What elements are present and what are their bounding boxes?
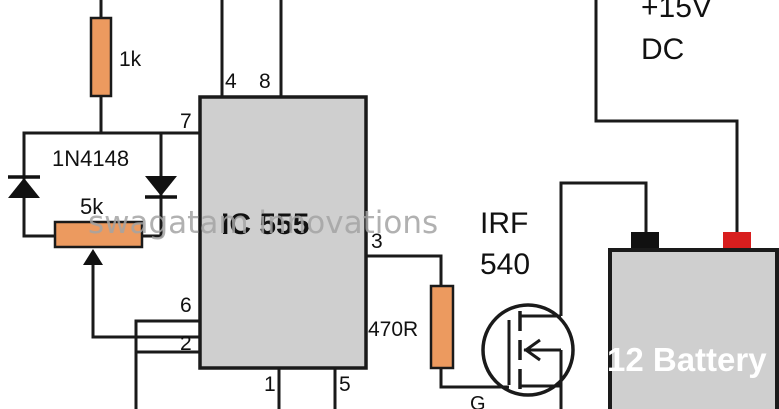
diode-right xyxy=(145,176,177,199)
watermark: swagatam innovations xyxy=(88,205,438,241)
pin-2-label: 2 xyxy=(180,332,192,355)
mosfet-label-2: 540 xyxy=(480,248,530,281)
pin-5-label: 5 xyxy=(339,373,351,396)
supply-label-1: +15V xyxy=(641,0,712,24)
gate-label: G xyxy=(470,393,486,409)
pin-1-label: 1 xyxy=(264,373,276,396)
mosfet-irf540 xyxy=(481,303,575,397)
supply-label-2: DC xyxy=(641,33,684,66)
ic-555: IC 555 xyxy=(198,95,368,370)
diode-left xyxy=(8,175,40,198)
resistor-1k: 1k xyxy=(89,16,142,98)
battery-negative-terminal xyxy=(631,232,659,250)
pin-8-label: 8 xyxy=(259,70,271,93)
resistor-1k-label: 1k xyxy=(119,48,142,71)
resistor-470r: 470R xyxy=(368,284,455,370)
battery-12v: 12 Battery xyxy=(607,232,779,409)
pin-4-label: 4 xyxy=(225,70,237,93)
battery-label: 12 Battery xyxy=(607,341,767,378)
pot-label: 5k xyxy=(80,194,104,219)
potentiometer-5k: 5k xyxy=(53,194,144,265)
wires xyxy=(22,0,739,409)
wiper-arrow-icon xyxy=(83,249,103,265)
mosfet-label-1: IRF xyxy=(480,207,528,240)
pin-6-label: 6 xyxy=(180,294,192,317)
battery-positive-terminal xyxy=(723,232,751,250)
resistor-470r-label: 470R xyxy=(368,318,418,341)
body-arrow-icon xyxy=(523,338,541,362)
pin-7-label: 7 xyxy=(180,110,192,133)
diode-label: 1N4148 xyxy=(52,146,129,171)
pin-3-label: 3 xyxy=(371,230,383,253)
ic-label: IC 555 xyxy=(221,208,309,241)
